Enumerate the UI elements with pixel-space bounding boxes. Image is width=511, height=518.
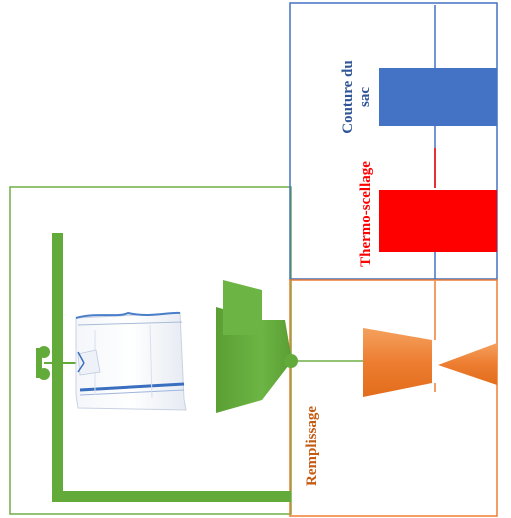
sewing-label-line1: Couture du — [340, 60, 356, 134]
filling-line-frame — [9, 186, 292, 515]
valve-icon — [438, 343, 497, 385]
thermo-label: Thermo-scellage — [358, 161, 374, 267]
sewing-label-line2: sac — [357, 87, 373, 107]
sewing-block — [379, 68, 497, 126]
spout-joint — [284, 354, 298, 368]
sealing-station-box — [289, 2, 498, 280]
hopper-icon — [363, 328, 432, 397]
frame-bottom-bar — [52, 491, 291, 502]
filling-label: Remplissage — [304, 406, 320, 486]
big-bag-icon — [75, 311, 187, 411]
hook-icon — [36, 346, 80, 380]
filling-station-box — [289, 279, 498, 517]
filling-spout-top — [223, 280, 262, 335]
frame-vertical-bar — [52, 233, 63, 499]
thermo-block — [379, 190, 497, 252]
